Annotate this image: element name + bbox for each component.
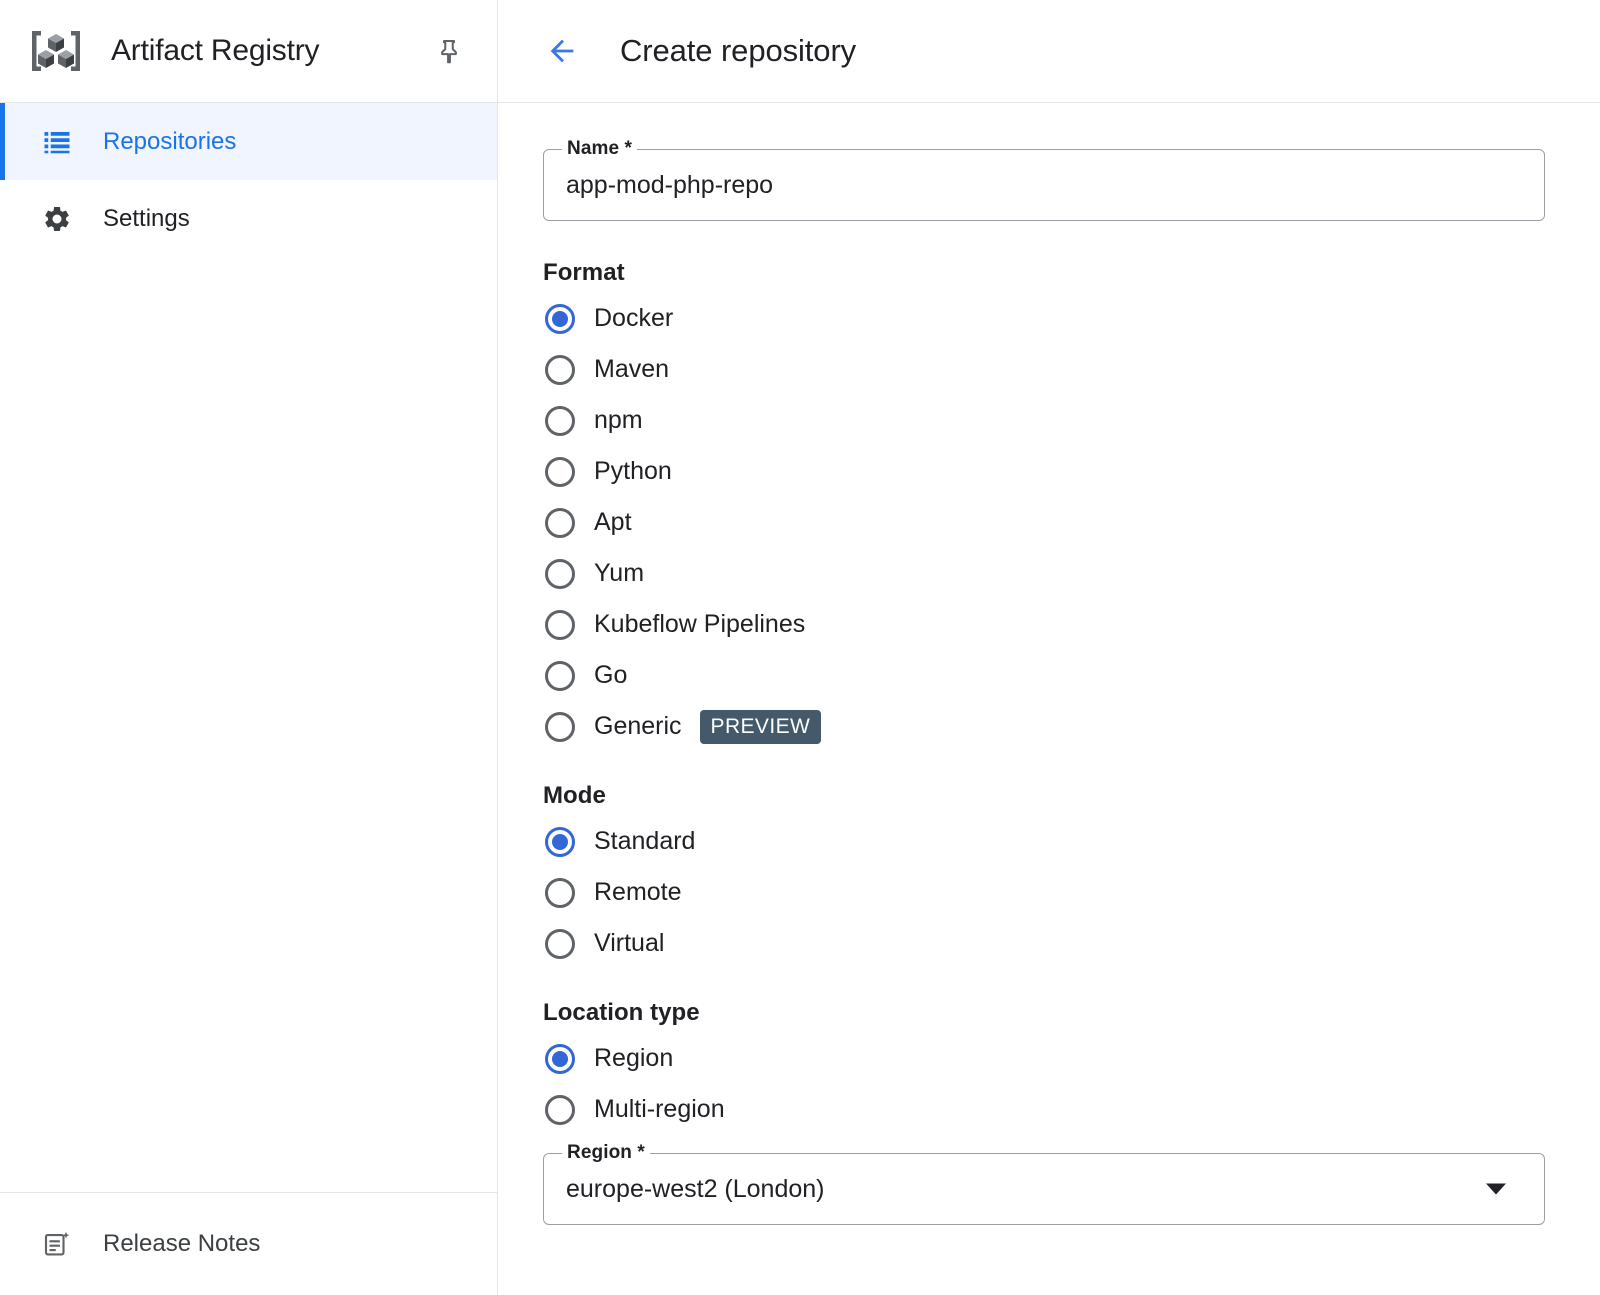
format-option-apt[interactable]: Apt [543, 497, 1600, 548]
radio-indicator[interactable] [545, 507, 575, 538]
radio-label: npm [594, 406, 643, 434]
radio-indicator[interactable] [545, 826, 575, 857]
location-type-option-multi-region[interactable]: Multi-region [543, 1084, 1600, 1135]
radio-label: Docker [594, 304, 674, 332]
radio-label: Remote [594, 878, 682, 906]
format-option-python[interactable]: Python [543, 446, 1600, 497]
radio-indicator[interactable] [545, 711, 575, 742]
radio-label: Multi-region [594, 1095, 725, 1123]
create-repository-form: Name * Format Docker Maven npm [498, 103, 1600, 1225]
radio-label: Yum [594, 559, 645, 587]
radio-indicator[interactable] [545, 660, 575, 691]
format-option-generic[interactable]: Generic PREVIEW [543, 701, 1600, 752]
sidebar-item-label: Settings [103, 204, 190, 232]
format-option-npm[interactable]: npm [543, 395, 1600, 446]
gear-icon [41, 203, 73, 235]
format-option-docker[interactable]: Docker [543, 293, 1600, 344]
radio-indicator[interactable] [545, 405, 575, 436]
list-icon [41, 126, 73, 158]
mode-option-virtual[interactable]: Virtual [543, 918, 1600, 969]
chevron-down-icon[interactable] [1486, 1183, 1506, 1195]
sidebar-item-label: Repositories [103, 127, 237, 155]
mode-radio-group: Standard Remote Virtual [543, 816, 1600, 969]
arrow-left-icon[interactable] [536, 25, 588, 77]
location-type-section-title: Location type [543, 999, 700, 1026]
format-option-kubeflow-pipelines[interactable]: Kubeflow Pipelines [543, 599, 1600, 650]
format-section-title: Format [543, 259, 625, 286]
sidebar-item-settings[interactable]: Settings [0, 180, 497, 257]
radio-indicator[interactable] [545, 303, 575, 334]
format-option-maven[interactable]: Maven [543, 344, 1600, 395]
artifact-registry-cubes-icon [25, 20, 87, 82]
radio-label: Python [594, 457, 672, 485]
radio-indicator[interactable] [545, 456, 575, 487]
main-panel: Create repository Name * Format Docker M… [498, 0, 1600, 1295]
format-option-yum[interactable]: Yum [543, 548, 1600, 599]
page-title: Create repository [620, 33, 857, 68]
location-type-option-region[interactable]: Region [543, 1033, 1600, 1084]
brand-title: Artifact Registry [111, 34, 320, 67]
radio-indicator[interactable] [545, 354, 575, 385]
release-notes-icon [41, 1228, 73, 1260]
radio-indicator[interactable] [545, 558, 575, 589]
mode-option-remote[interactable]: Remote [543, 867, 1600, 918]
sidebar-nav: Repositories Settings [0, 103, 497, 1192]
radio-label: Maven [594, 355, 670, 383]
format-option-go[interactable]: Go [543, 650, 1600, 701]
radio-label: Kubeflow Pipelines [594, 610, 806, 638]
name-input[interactable] [566, 170, 1522, 200]
format-radio-group: Docker Maven npm Python Apt [543, 293, 1600, 752]
name-field[interactable]: Name * [543, 139, 1545, 221]
region-select-label: Region * [562, 1143, 650, 1163]
radio-indicator[interactable] [545, 928, 575, 959]
radio-label: Virtual [594, 929, 665, 957]
name-field-label: Name * [562, 139, 638, 159]
radio-indicator[interactable] [545, 609, 575, 640]
page-header: Create repository [498, 0, 1600, 103]
pin-icon[interactable] [425, 27, 473, 75]
sidebar-item-repositories[interactable]: Repositories [0, 103, 497, 180]
radio-label: Apt [594, 508, 632, 536]
region-select-value: europe-west2 (London) [566, 1174, 825, 1203]
mode-section-title: Mode [543, 782, 606, 809]
radio-indicator[interactable] [545, 877, 575, 908]
radio-indicator[interactable] [545, 1094, 575, 1125]
release-notes-button[interactable]: Release Notes [0, 1192, 497, 1295]
radio-label: Go [594, 661, 628, 689]
sidebar-header: Artifact Registry [0, 0, 497, 103]
radio-label: Generic [594, 712, 682, 740]
preview-badge: PREVIEW [699, 709, 822, 744]
location-type-radio-group: Region Multi-region [543, 1033, 1600, 1135]
release-notes-label: Release Notes [103, 1230, 261, 1257]
radio-label: Standard [594, 827, 696, 855]
sidebar: Artifact Registry [0, 0, 498, 1295]
mode-option-standard[interactable]: Standard [543, 816, 1600, 867]
region-select[interactable]: Region * europe-west2 (London) [543, 1143, 1545, 1225]
radio-indicator[interactable] [545, 1043, 575, 1074]
radio-label: Region [594, 1044, 674, 1072]
